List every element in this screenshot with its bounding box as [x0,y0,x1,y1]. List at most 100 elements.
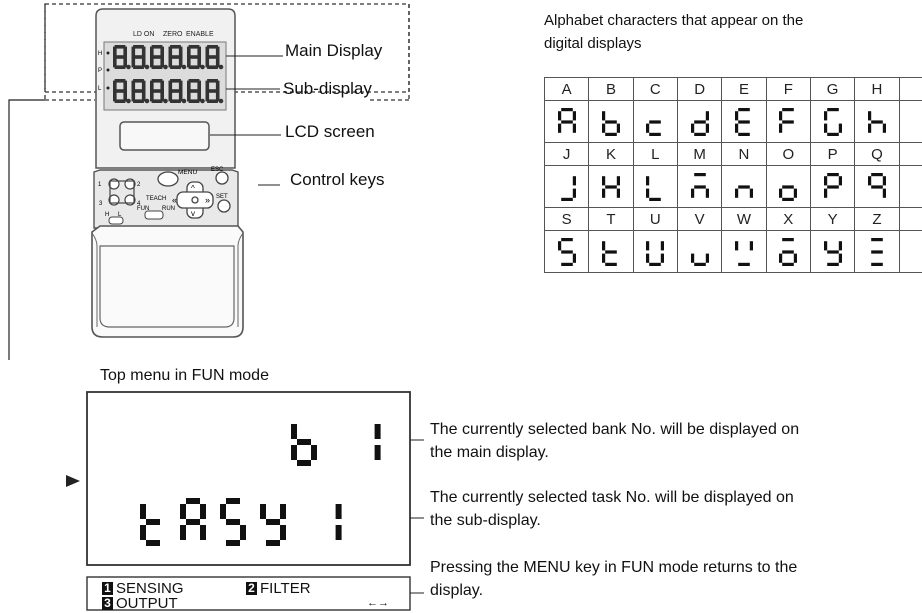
segment [601,123,606,133]
svg-text:H: H [98,51,102,57]
alphabet-letter-cell: S [543,207,590,231]
segment [207,79,218,83]
segment [823,175,827,185]
segment [114,55,126,59]
segment [131,46,136,58]
alphabet-letter-cell: E [721,77,767,101]
device-cover [91,225,244,338]
alphabet-glyph-cell [809,165,856,208]
segment [151,45,163,49]
segment [826,172,839,176]
svg-text:4: 4 [137,201,141,207]
alphabet-letter-cell: Y [809,207,856,231]
segment [560,197,573,201]
segment [661,253,665,263]
segment [123,90,128,102]
segment [200,525,206,540]
seven-seg-u [646,240,665,266]
lcd-char [335,504,342,540]
segment [150,46,154,58]
segment [738,184,750,189]
set-key [217,199,231,213]
segment [823,110,827,120]
ghost-digit [168,45,187,70]
alphabet-glyph-cell [898,230,922,273]
segment [871,119,883,124]
segment [871,172,883,176]
segment [226,519,240,525]
seven-seg-s [557,237,576,266]
segment [280,504,286,519]
segment [170,79,181,83]
segment [705,110,709,120]
segment [374,424,381,439]
alphabet-glyph-cell [765,230,811,273]
segment [838,123,842,133]
alphabet-glyph-cell [721,230,767,273]
segment [207,55,218,59]
segment [779,188,783,198]
seven-seg-v [690,253,709,266]
lcd-char [180,498,206,540]
ghost-digit [150,79,168,104]
segment [113,80,117,92]
segment [226,540,240,546]
segment [601,110,606,120]
segment [738,262,750,266]
segment [170,89,181,93]
alphabet-glyph-cell [898,165,922,208]
esc-key [215,171,229,185]
alphabet-letter-cell [898,77,922,101]
segment [160,46,164,58]
menu-note-line1: Pressing the MENU key in FUN mode return… [430,559,798,576]
segment [141,56,146,68]
ghost-digit [131,79,150,104]
task-note-line2: the sub-display. [430,512,541,529]
segment [133,89,144,93]
seven-seg-g [823,107,842,136]
seven-seg-j [560,175,576,201]
segment [871,184,883,189]
segment [114,79,126,83]
segment [133,45,144,49]
segment [661,240,665,250]
segment [187,56,191,68]
seven-seg-z [871,237,883,266]
segment [197,56,201,68]
seven-seg-e [734,107,750,136]
segment [782,262,795,266]
segment [160,80,164,92]
segment [297,439,311,445]
segment [738,107,750,111]
alphabet-heading-1: Alphabet characters that appear on the [544,12,804,29]
svg-text:FUN: FUN [137,206,149,212]
segment [207,89,218,93]
alphabet-glyph-cell [809,230,856,273]
segment [779,253,783,263]
segment [693,119,706,124]
ghost-digit [168,79,187,104]
alphabet-letter-cell: V [676,207,723,231]
segment [240,525,246,540]
segment [180,525,186,540]
segment [557,110,561,120]
sub-display-callout: Sub-display [283,79,372,98]
segment [140,504,146,519]
segment [180,504,186,519]
svg-text:SET: SET [216,194,228,200]
segment [649,119,662,124]
alphabet-glyph-cell [898,100,922,143]
segment [113,90,117,102]
alphabet-glyph-cell [676,165,723,208]
seven-seg-m [690,172,709,198]
segment [151,89,163,93]
segment [178,90,183,102]
segment [123,80,128,92]
alphabet-letter-cell: W [721,207,767,231]
segment [601,188,606,198]
alphabet-letter-cell: T [588,207,634,231]
segment [297,460,311,466]
segment [291,445,297,460]
